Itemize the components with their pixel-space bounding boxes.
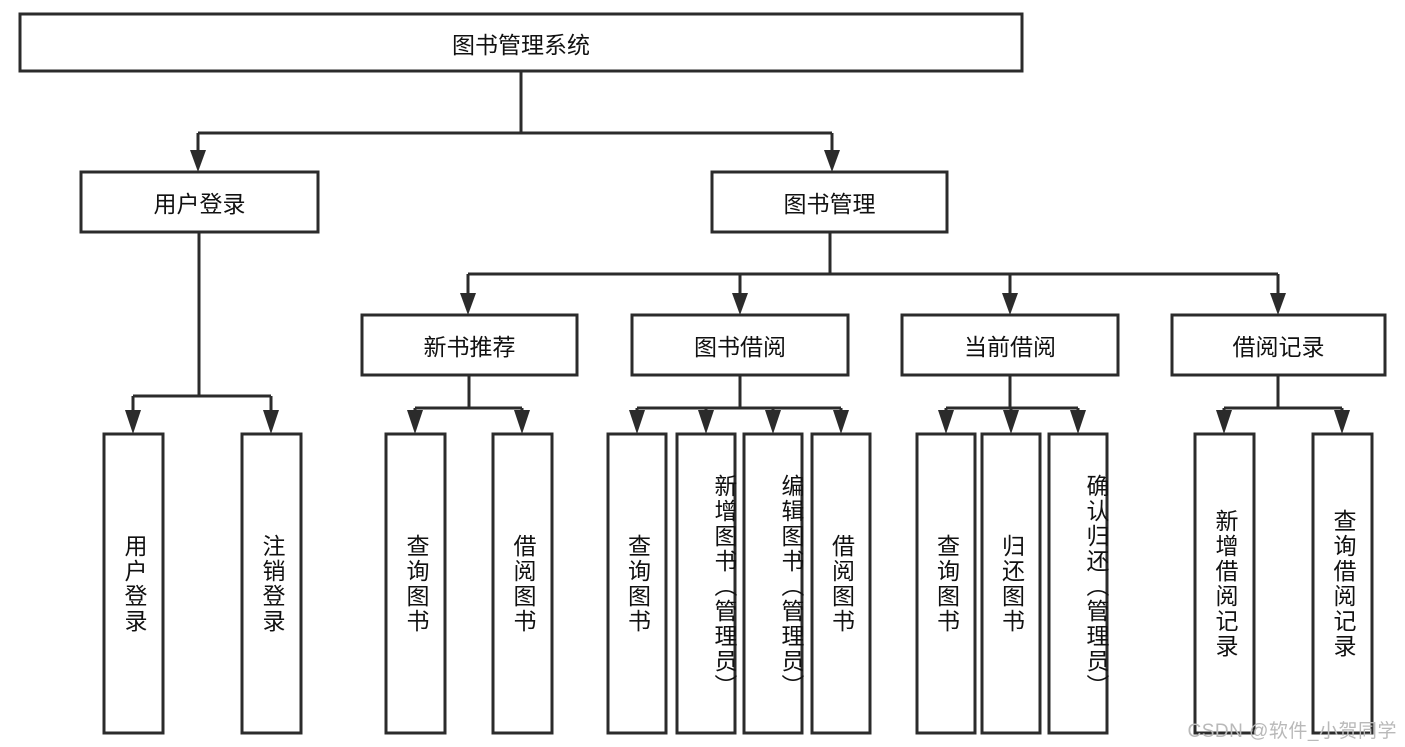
arrow-to-borrow-book bbox=[732, 293, 748, 315]
leaf-box-user-login-2[interactable] bbox=[240, 432, 303, 735]
arrow-leaf-current-borrow-3 bbox=[1070, 410, 1086, 434]
leaf-box-borrow-record-1[interactable] bbox=[1193, 432, 1256, 735]
arrow-to-borrow-record bbox=[1270, 293, 1286, 315]
arrow-to-user-login bbox=[190, 150, 206, 172]
node-book-management-box[interactable] bbox=[710, 170, 949, 234]
leaf-box-current-borrow-1[interactable] bbox=[915, 432, 977, 735]
leaf-box-user-login-1[interactable] bbox=[102, 432, 165, 735]
arrow-leaf-current-borrow-1 bbox=[938, 410, 954, 434]
leaf-box-new-book-1[interactable] bbox=[384, 432, 447, 735]
leaf-box-borrow-record-2[interactable] bbox=[1311, 432, 1374, 735]
arrow-leaf-book-borrow-2 bbox=[698, 410, 714, 434]
arrow-leaf-new-book-2 bbox=[514, 410, 530, 434]
arrow-leaf-current-borrow-2 bbox=[1003, 410, 1019, 434]
csdn-watermark: CSDN @软件_小贺同学 bbox=[1187, 721, 1397, 742]
leaf-box-current-borrow-3[interactable] bbox=[1047, 432, 1109, 735]
arrow-leaf-user-login-1 bbox=[125, 410, 141, 434]
leaf-box-book-borrow-2[interactable] bbox=[675, 432, 737, 735]
node-current-borrow-box[interactable] bbox=[900, 313, 1120, 377]
leaf-box-new-book-2[interactable] bbox=[491, 432, 554, 735]
arrow-leaf-book-borrow-1 bbox=[629, 410, 645, 434]
leaf-box-book-borrow-4[interactable] bbox=[810, 432, 872, 735]
node-book-borrow-box[interactable] bbox=[630, 313, 850, 377]
leaf-box-current-borrow-2[interactable] bbox=[980, 432, 1042, 735]
arrow-leaf-book-borrow-4 bbox=[833, 410, 849, 434]
arrow-leaf-borrow-record-2 bbox=[1334, 410, 1350, 434]
leaf-box-book-borrow-1[interactable] bbox=[606, 432, 668, 735]
arrow-to-book-mgmt bbox=[824, 150, 840, 172]
node-new-book-recommend-box[interactable] bbox=[360, 313, 579, 377]
arrow-to-new-book bbox=[460, 293, 476, 315]
node-user-login-box[interactable] bbox=[79, 170, 320, 234]
arrow-to-current-borrow bbox=[1002, 293, 1018, 315]
arrow-leaf-new-book-1 bbox=[407, 410, 423, 434]
arrow-leaf-borrow-record-1 bbox=[1216, 410, 1232, 434]
node-borrow-record-box[interactable] bbox=[1170, 313, 1387, 377]
node-root-box[interactable] bbox=[18, 12, 1024, 73]
arrow-leaf-book-borrow-3 bbox=[765, 410, 781, 434]
leaf-box-book-borrow-3[interactable] bbox=[742, 432, 804, 735]
arrow-leaf-user-login-2 bbox=[263, 410, 279, 434]
